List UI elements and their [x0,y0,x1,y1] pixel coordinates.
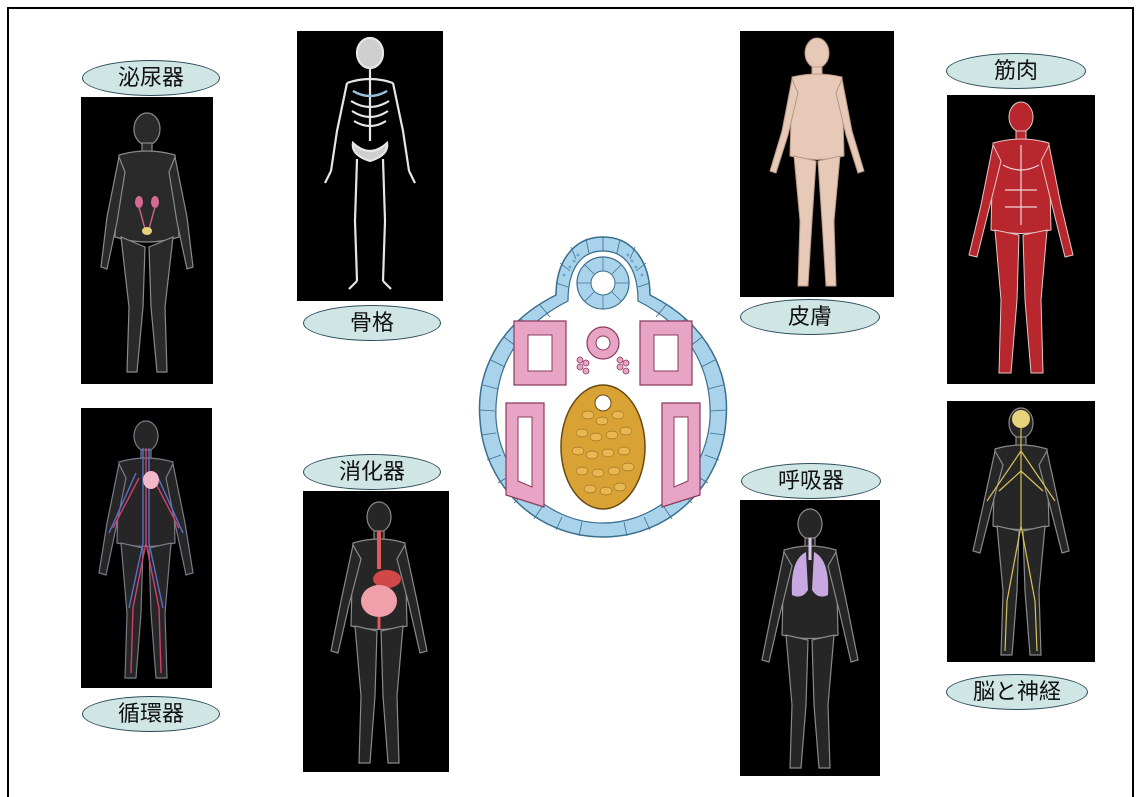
skin-image [740,31,894,297]
circulatory-image [81,408,212,688]
label-skin: 皮膚 [740,299,880,335]
label-nervous: 脳と神経 [946,674,1088,710]
label-muscle: 筋肉 [946,53,1086,89]
embryo-cross-section-diagram [470,225,736,555]
label-respiratory: 呼吸器 [741,463,881,499]
digestive-image [303,491,449,772]
label-skeleton: 骨格 [303,305,441,341]
nervous-system-image [947,401,1095,662]
respiratory-image [740,500,880,776]
urinary-system-image [81,97,213,384]
label-digestive: 消化器 [303,454,441,490]
muscle-image [947,95,1095,384]
label-urinary: 泌尿器 [82,60,220,96]
skeleton-image [297,31,443,301]
label-circulatory: 循環器 [82,696,220,732]
